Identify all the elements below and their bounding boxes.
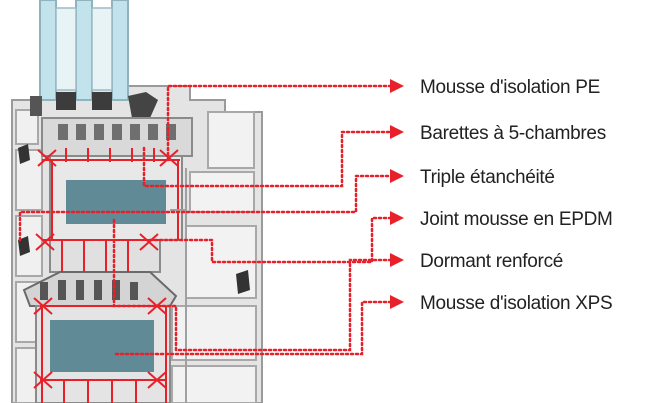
- labels: Mousse d'isolation PE Barettes à 5-chamb…: [420, 77, 613, 314]
- label-reinforced-frame: Dormant renforcé: [420, 251, 563, 272]
- leader-line-3: [18, 174, 392, 242]
- label-5-chamber-bars: Barettes à 5-chambres: [420, 123, 606, 144]
- leader-line-5: [112, 218, 392, 352]
- arrowhead-1: [390, 79, 404, 93]
- leader-line-1: [166, 84, 392, 162]
- spacer-bar: [56, 92, 76, 110]
- label-triple-seal: Triple étanchéité: [420, 167, 555, 188]
- sash-comb: [58, 124, 176, 140]
- insulation-pe: [66, 180, 166, 224]
- frame-chamber: [15, 109, 39, 145]
- insulation-xps: [50, 320, 154, 372]
- label-epdm-gasket: Joint mousse en EPDM: [420, 209, 613, 230]
- frame-chamber: [189, 171, 255, 213]
- leader-line-4: [148, 216, 392, 264]
- arrowhead-3: [390, 169, 404, 183]
- triple-glazing: [39, 0, 129, 110]
- spacer-bar: [92, 92, 112, 110]
- side-gasket: [236, 270, 250, 294]
- frame-chamber: [171, 305, 257, 361]
- chamber-highlights: [33, 148, 180, 403]
- frame-chamber: [171, 365, 257, 403]
- arrowhead-4: [390, 211, 404, 225]
- glazing-gasket: [30, 96, 42, 116]
- frame-comb-teeth: [40, 280, 138, 300]
- arrowheads: [390, 79, 404, 309]
- profile-cross-section: [11, 0, 263, 403]
- frame-chamber: [207, 111, 255, 169]
- label-xps-insulation: Mousse d'isolation XPS: [420, 293, 612, 314]
- frame-dividers: [170, 168, 187, 403]
- side-gasket: [18, 144, 30, 164]
- label-pe-insulation: Mousse d'isolation PE: [420, 77, 600, 98]
- glazing-gasket: [128, 92, 158, 118]
- glass-pane: [39, 0, 57, 101]
- side-gasket: [18, 236, 30, 256]
- glass-pane: [75, 0, 93, 101]
- leader-line-2: [142, 130, 392, 188]
- glass-pane: [111, 0, 129, 101]
- leader-lines: [18, 84, 392, 356]
- arrowhead-2: [390, 125, 404, 139]
- leader-line-6: [114, 300, 392, 356]
- arrowhead-5: [390, 253, 404, 267]
- glass-spacer: [91, 7, 113, 91]
- glass-spacer: [55, 7, 77, 91]
- arrowhead-6: [390, 295, 404, 309]
